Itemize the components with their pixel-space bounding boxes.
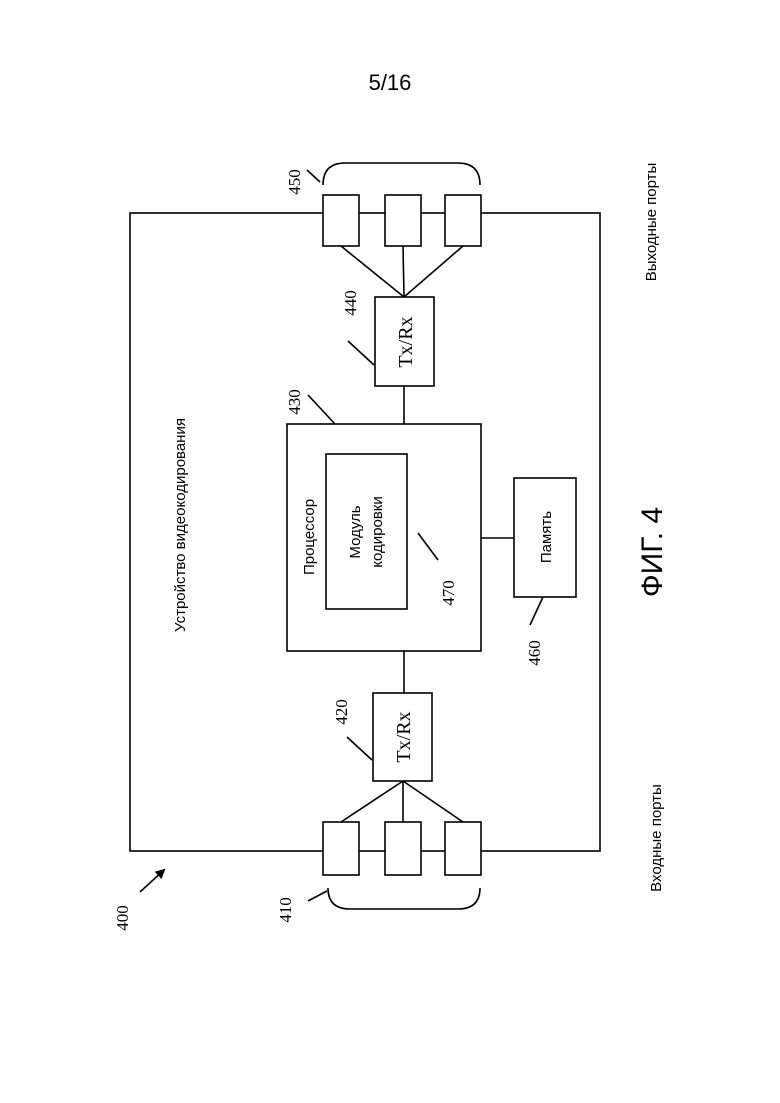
tx-rx-in-label: Tx/Rx [393,711,415,762]
ref-tx-rx-in: 420 [332,699,351,725]
input-ports-brace [328,888,480,909]
connector-outport2-txrx [403,246,404,297]
input-port-2 [385,822,421,875]
input-port-1 [323,822,359,875]
ref-tx-rx-out: 440 [341,290,360,316]
output-port-1 [323,195,359,246]
input-ports-label: Входные порты [648,784,665,892]
ref-coding-module: 470 [439,580,458,606]
ref-memory: 460 [525,640,544,666]
input-ports-leader [308,891,327,901]
input-port-3 [445,822,481,875]
figure-label: ФИГ. 4 [636,507,669,597]
tx-rx-out-label: Tx/Rx [395,316,417,367]
coding-module-label-line2: кодировки [369,496,386,567]
output-ports-leader [307,170,320,182]
processor-label: Процессор [301,499,318,575]
ref-output-ports: 450 [285,169,304,195]
memory-label: Память [538,511,555,563]
device-arrow [140,870,164,892]
output-ports-brace [323,163,480,185]
output-port-3 [445,195,481,246]
device-label: Устройство видеокодирования [172,418,189,632]
coding-module-label-line1: Модуль [347,505,364,558]
output-ports-label: Выходные порты [643,163,660,282]
ref-input-ports: 410 [276,897,295,923]
coding-module-box [326,454,407,609]
ref-device: 400 [113,905,132,931]
output-port-2 [385,195,421,246]
ref-processor: 430 [285,389,304,415]
